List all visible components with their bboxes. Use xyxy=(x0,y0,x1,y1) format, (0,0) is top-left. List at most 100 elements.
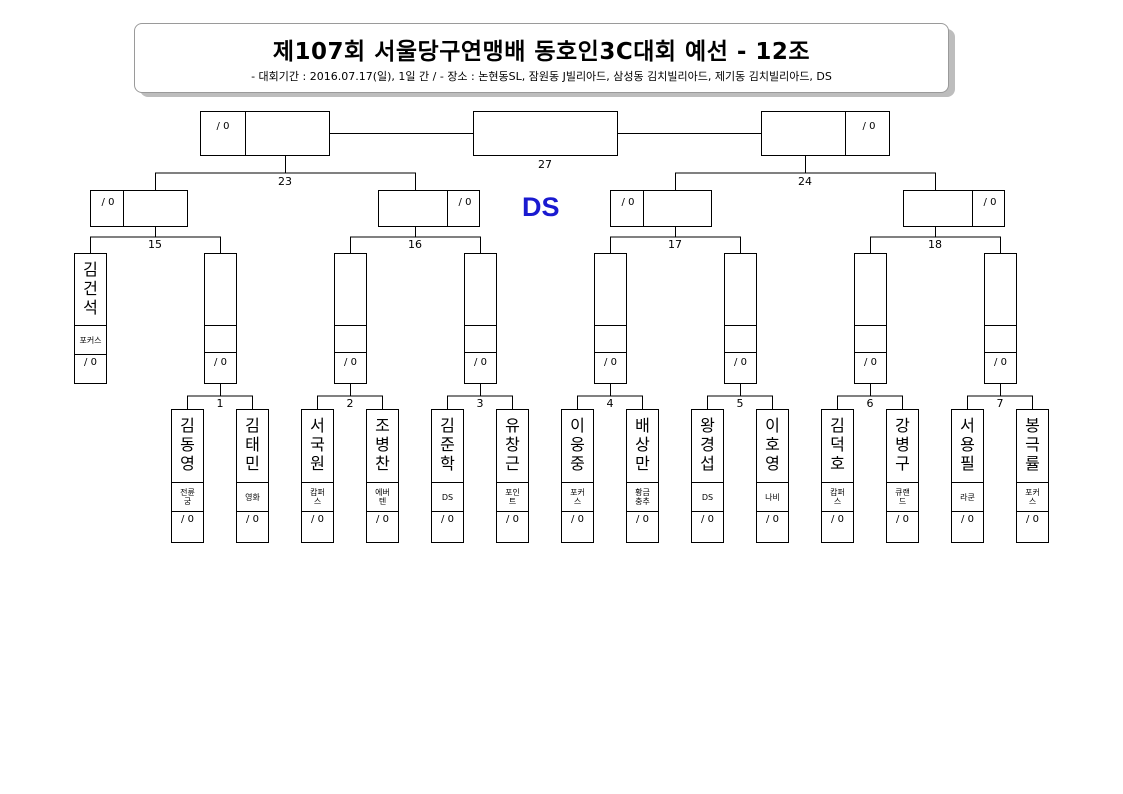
match-number: 6 xyxy=(866,397,874,410)
header-panel: 제107회 서울당구연맹배 동호인3C대회 예선 - 12조 - 대회기간 : … xyxy=(134,23,949,93)
player-name: 서국원 xyxy=(310,416,325,473)
club-name: DS xyxy=(432,482,463,512)
player-name: 김태민 xyxy=(245,416,260,473)
club-name: 에버텐 xyxy=(367,482,398,512)
score-text: / 0 xyxy=(1026,514,1039,525)
page-title: 제107회 서울당구연맹배 동호인3C대회 예선 - 12조 xyxy=(272,39,811,65)
final-box xyxy=(473,111,618,156)
semifinal-right-box: / 0 xyxy=(761,111,890,156)
round2-box: / 0 xyxy=(724,253,757,384)
player-name: 이호영 xyxy=(765,416,780,473)
club-name: 포인트 xyxy=(497,482,528,512)
score-text: / 0 xyxy=(344,357,357,368)
score-text: / 0 xyxy=(734,357,747,368)
score-text: / 0 xyxy=(246,514,259,525)
player-name: 김건석 xyxy=(83,260,98,317)
match-number: 24 xyxy=(798,175,812,188)
score-text: / 0 xyxy=(862,121,876,132)
round3-box: / 0 xyxy=(90,190,188,227)
player-name: 유창근 xyxy=(505,416,520,473)
club-name: 포커스 xyxy=(75,325,106,355)
club-name: DS xyxy=(692,482,723,512)
player-name: 강병구 xyxy=(895,416,910,473)
score-text: / 0 xyxy=(181,514,194,525)
semifinal-left-box: / 0 xyxy=(200,111,330,156)
score-text: / 0 xyxy=(84,357,97,368)
round2-box: / 0 xyxy=(984,253,1017,384)
player-name: 김덕호 xyxy=(830,416,845,473)
match-number: 5 xyxy=(736,397,744,410)
score-text: / 0 xyxy=(831,514,844,525)
club-name: 황금충추 xyxy=(627,482,658,512)
score-text: / 0 xyxy=(701,514,714,525)
club-name: 큐랜드 xyxy=(887,482,918,512)
venue-label: DS xyxy=(522,192,560,222)
match-number: 17 xyxy=(668,238,682,251)
round3-box: / 0 xyxy=(903,190,1005,227)
club-name: 영화 xyxy=(237,482,268,512)
score-text: / 0 xyxy=(571,514,584,525)
round3-box: / 0 xyxy=(378,190,480,227)
score-text: / 0 xyxy=(621,197,635,208)
match-number: 3 xyxy=(476,397,484,410)
score-text: / 0 xyxy=(994,357,1007,368)
player-name: 김동영 xyxy=(180,416,195,473)
score-text: / 0 xyxy=(896,514,909,525)
club-name: 나비 xyxy=(757,482,788,512)
score-text: / 0 xyxy=(604,357,617,368)
score-text: / 0 xyxy=(961,514,974,525)
club-name: 라쿤 xyxy=(952,482,983,512)
club-name: 캄퍼스 xyxy=(822,482,853,512)
score-text: / 0 xyxy=(376,514,389,525)
player-card: 왕경섭 DS / 0 xyxy=(691,409,724,543)
player-name: 서용필 xyxy=(960,416,975,473)
match-number: 7 xyxy=(996,397,1004,410)
match-number: 16 xyxy=(408,238,422,251)
score-text: / 0 xyxy=(311,514,324,525)
match-number: 1 xyxy=(216,397,224,410)
score-text: / 0 xyxy=(101,197,115,208)
player-name: 봉극률 xyxy=(1025,416,1040,473)
score-text: / 0 xyxy=(216,121,230,132)
score-text: / 0 xyxy=(506,514,519,525)
club-name: 포커스 xyxy=(1017,482,1048,512)
player-card: 김건석 포커스 / 0 xyxy=(74,253,107,384)
score-text: / 0 xyxy=(766,514,779,525)
round2-box: / 0 xyxy=(204,253,237,384)
club-name: 캄퍼스 xyxy=(302,482,333,512)
round3-box: / 0 xyxy=(610,190,712,227)
tournament-info: - 대회기간 : 2016.07.17(일), 1일 간 / - 장소 : 논현… xyxy=(251,70,832,83)
score-text: / 0 xyxy=(458,197,472,208)
round2-box: / 0 xyxy=(594,253,627,384)
match-number: 2 xyxy=(346,397,354,410)
round2-box: / 0 xyxy=(854,253,887,384)
match-number: 27 xyxy=(538,158,552,171)
round2-box: / 0 xyxy=(464,253,497,384)
club-name: 포커스 xyxy=(562,482,593,512)
score-text: / 0 xyxy=(983,197,997,208)
round2-box: / 0 xyxy=(334,253,367,384)
player-name: 왕경섭 xyxy=(700,416,715,473)
player-name: 김준학 xyxy=(440,416,455,473)
match-number: 23 xyxy=(278,175,292,188)
player-name: 배상만 xyxy=(635,416,650,473)
match-number: 4 xyxy=(606,397,614,410)
player-name: 조병찬 xyxy=(375,416,390,473)
score-text: / 0 xyxy=(636,514,649,525)
match-number: 15 xyxy=(148,238,162,251)
score-text: / 0 xyxy=(214,357,227,368)
player-name: 이웅중 xyxy=(570,416,585,473)
